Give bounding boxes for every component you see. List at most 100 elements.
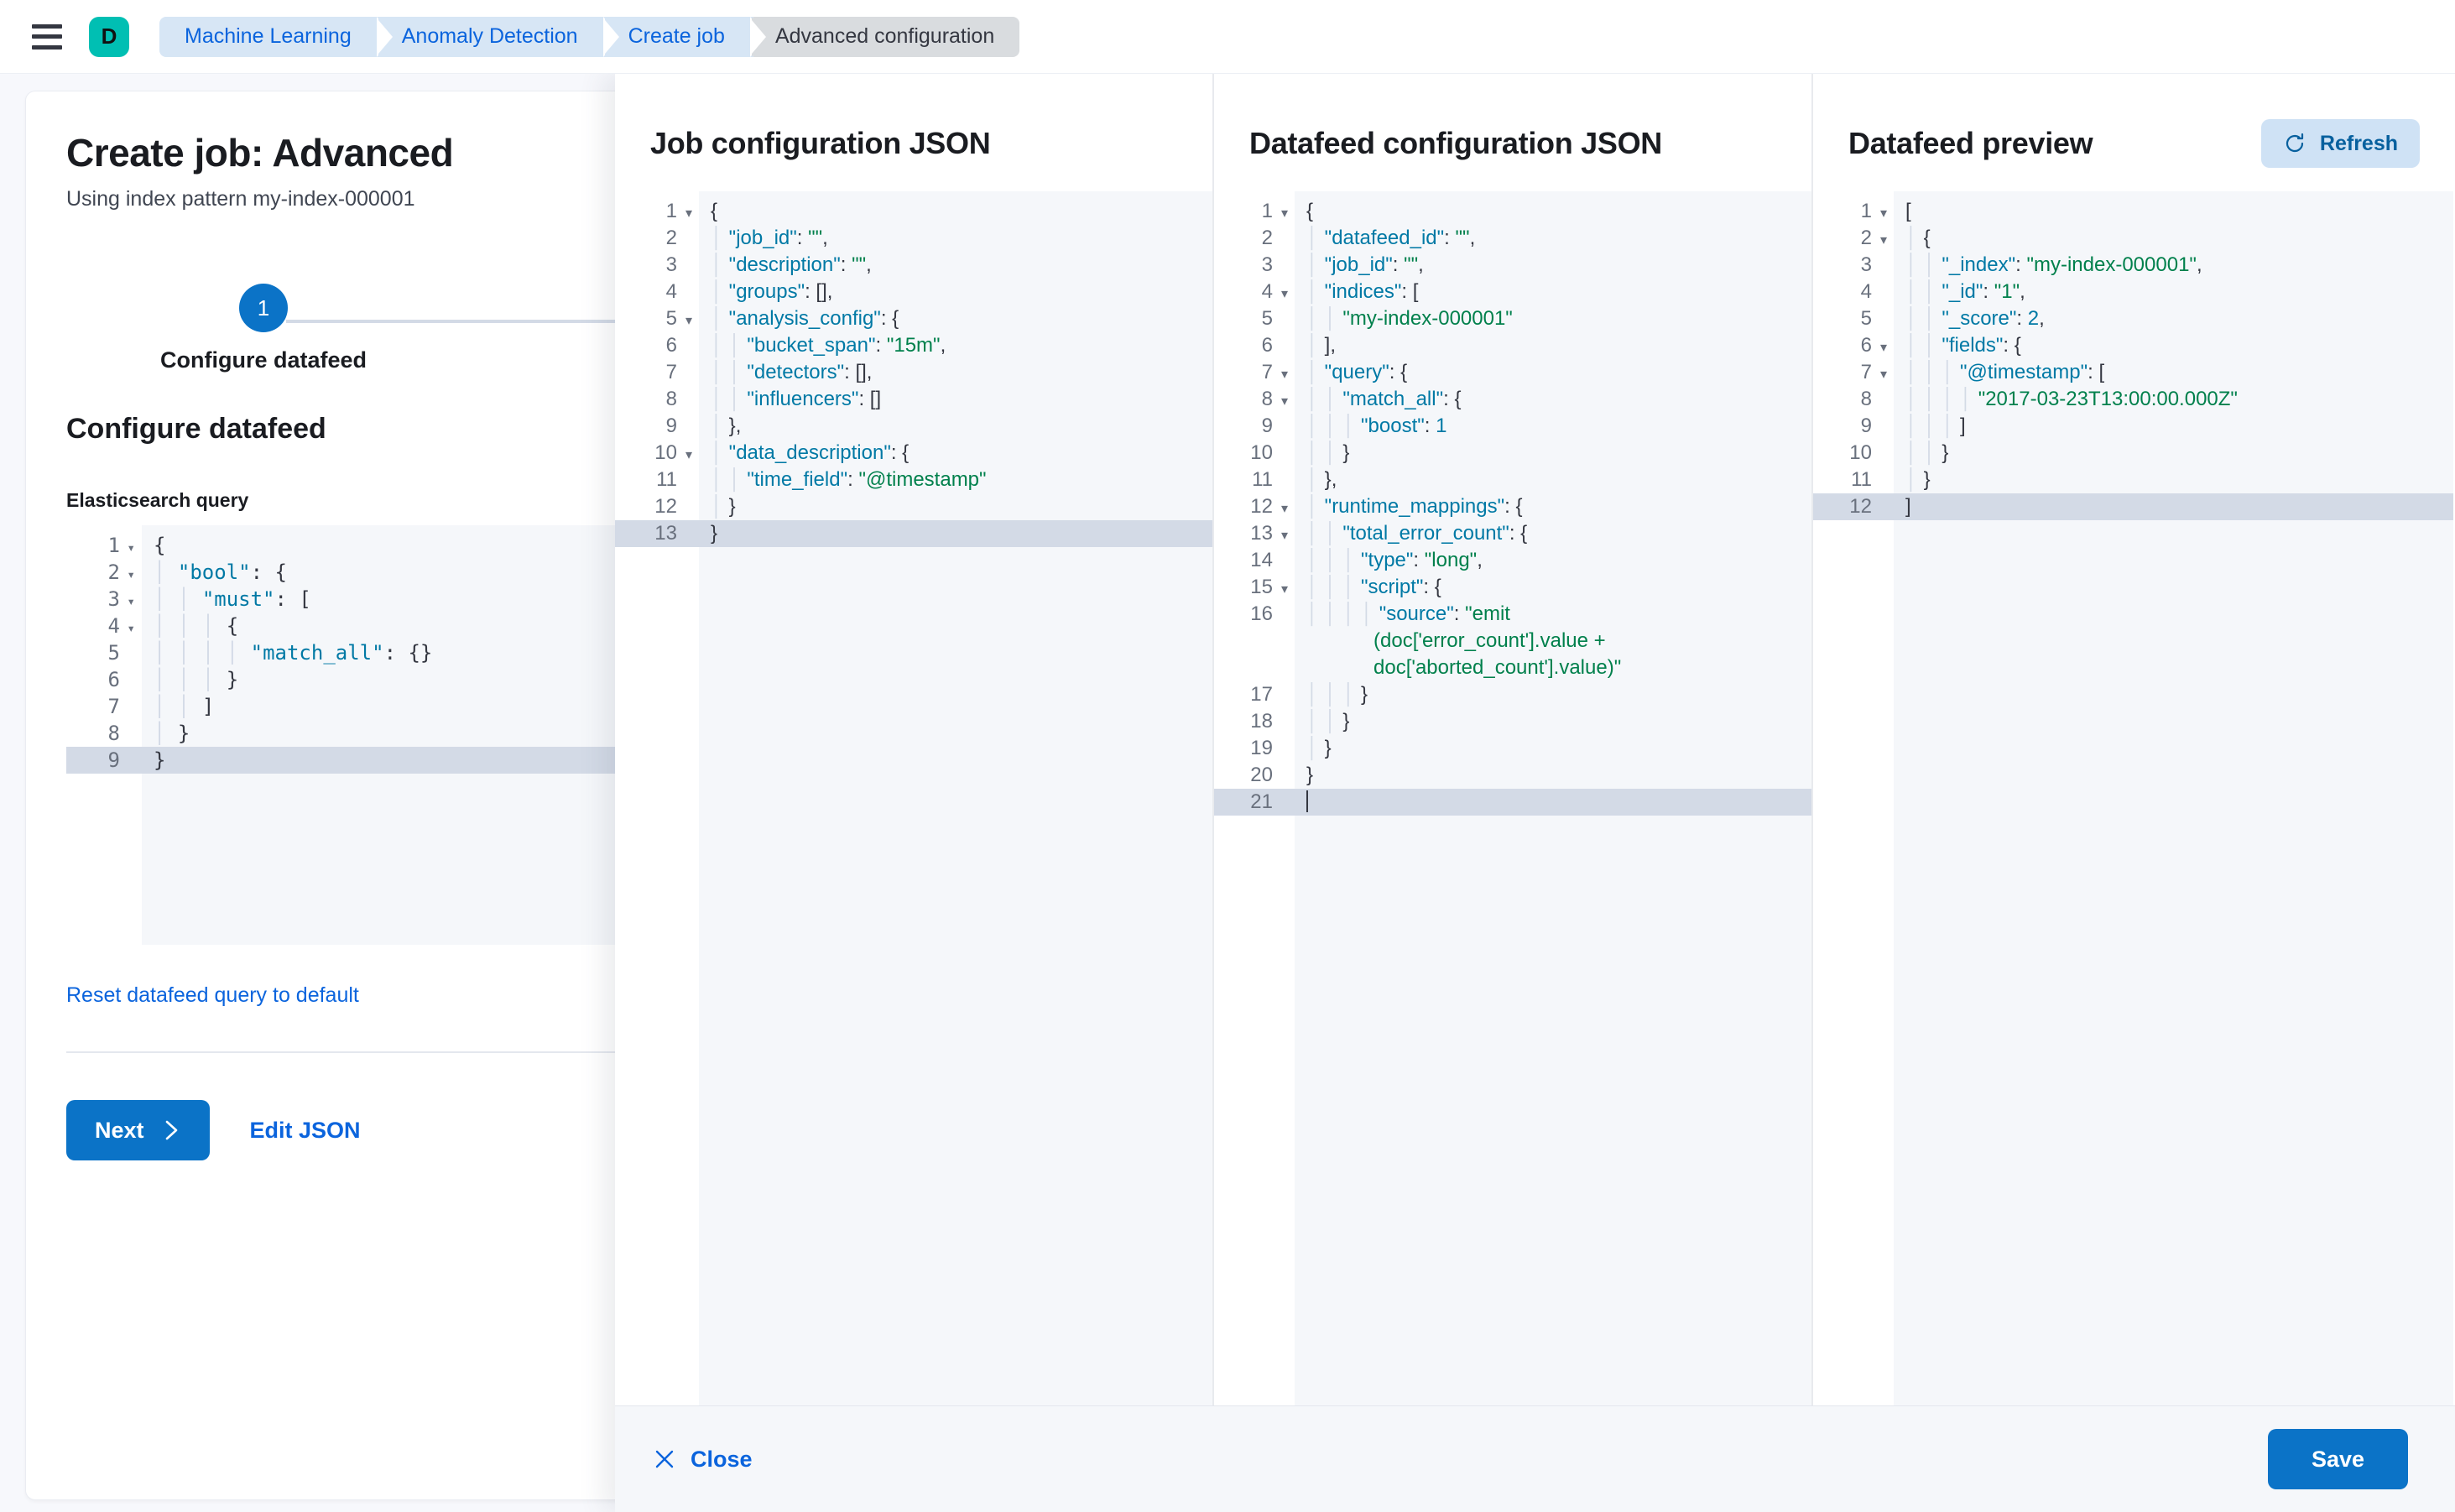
gutter-line-number: 1▾ [107, 534, 135, 557]
breadcrumb-item-anomaly-detection[interactable]: Anomaly Detection [379, 16, 622, 57]
code-line[interactable]: │ }, [1306, 468, 1337, 491]
code-line[interactable]: } [699, 520, 1212, 547]
code-line[interactable]: │ "query": { [1306, 361, 1408, 383]
code-line[interactable]: │ "indices": [ [1306, 280, 1419, 303]
code-line[interactable]: │ │ │ ] [1905, 414, 1966, 437]
code-line[interactable]: │ │ │ "@timestamp": [ [1905, 361, 2105, 383]
code-line[interactable]: │ │ "my-index-000001" [1306, 307, 1513, 330]
gutter-line-number: 17 [1250, 683, 1273, 706]
code-line[interactable]: │ │ } [1306, 441, 1350, 464]
edit-json-button[interactable]: Edit JSON [249, 1117, 361, 1143]
code-line[interactable]: │ "data_description": { [711, 441, 910, 464]
code-line[interactable]: } [1306, 764, 1314, 786]
code-line[interactable]: │ │ "total_error_count": { [1306, 522, 1528, 545]
code-line[interactable]: │ │ ] [154, 695, 215, 718]
code-line[interactable]: │ │ "fields": { [1905, 334, 2021, 357]
code-line[interactable]: │ │ } [1306, 710, 1350, 733]
code-line[interactable]: │ } [1306, 737, 1332, 759]
code-line[interactable]: │ } [1905, 468, 1931, 491]
code-line[interactable]: │ │ "match_all": { [1306, 388, 1462, 410]
code-line[interactable]: │ │ "bucket_span": "15m", [711, 334, 946, 357]
gutter-line-number: 11 [1851, 468, 1872, 491]
refresh-icon [2283, 132, 2306, 155]
gutter-line-number: 8 [1860, 388, 1872, 410]
breadcrumb-chevron-icon [602, 16, 622, 57]
code-line[interactable]: │ "bool": { [154, 560, 287, 584]
reset-datafeed-query-link[interactable]: Reset datafeed query to default [66, 983, 359, 1007]
code-line[interactable]: │ "job_id": "", [711, 227, 828, 249]
breadcrumb-item-machine-learning[interactable]: Machine Learning [159, 16, 395, 57]
code-line[interactable]: │ │ "must": [ [154, 587, 311, 611]
code-line[interactable]: │ │ "influencers": [] [711, 388, 882, 410]
code-line[interactable]: │ │ } [1905, 441, 1949, 464]
code-line[interactable]: │ "groups": [], [711, 280, 833, 303]
avatar[interactable]: D [89, 16, 129, 57]
code-line[interactable]: │ │ "_score": 2, [1905, 307, 2045, 330]
gutter-line-number: 5 [107, 641, 120, 665]
gutter-line-number: 3▾ [107, 587, 135, 611]
code-line[interactable]: │ ], [1306, 334, 1337, 357]
code-line[interactable]: │ │ │ │ "source": "emit (doc['error_coun… [1306, 602, 1622, 679]
gutter-line-number: 7 [107, 695, 120, 718]
wizard-stepper: 1 Configure datafeed [66, 284, 615, 378]
gutter-line-number: 13 [615, 520, 699, 547]
code-line[interactable]: │ }, [711, 414, 742, 437]
code-line[interactable]: { [1306, 200, 1314, 222]
code-line[interactable]: ] [1894, 493, 2453, 520]
datafeed-configuration-json-title: Datafeed configuration JSON [1249, 126, 1662, 160]
code-line[interactable]: │ │ │ } [1306, 683, 1368, 706]
code-line[interactable]: │ { [1905, 227, 1931, 249]
code-line[interactable]: │ │ │ "type": "long", [1306, 549, 1483, 571]
code-line[interactable]: │ "runtime_mappings": { [1306, 495, 1523, 518]
code-line[interactable]: │ │ │ "script": { [1306, 576, 1441, 598]
editor-code[interactable]: [ │ { │ │ "_index": "my-index-000001", │ │ … [1894, 191, 2453, 1405]
close-icon [654, 1448, 675, 1470]
code-line[interactable]: │ │ │ } [154, 668, 239, 691]
code-line[interactable]: │ │ │ { [154, 614, 239, 638]
code-line[interactable]: │ "analysis_config": { [711, 307, 899, 330]
gutter-line-number: 6 [1261, 334, 1273, 357]
save-button[interactable]: Save [2267, 1429, 2408, 1489]
code-line[interactable]: │ "datafeed_id": "", [1306, 227, 1476, 249]
code-line[interactable]: │ │ "time_field": "@timestamp" [711, 468, 987, 491]
next-button[interactable]: Next [66, 1100, 210, 1160]
code-line[interactable]: { [711, 200, 718, 222]
breadcrumb-item-create-job[interactable]: Create job [606, 16, 769, 57]
hamburger-menu-icon[interactable] [32, 23, 62, 50]
code-line[interactable]: } [142, 747, 615, 774]
code-line[interactable]: │ │ │ "boost": 1 [1306, 414, 1447, 437]
close-button[interactable]: Close [654, 1447, 753, 1473]
code-line[interactable]: [ [1905, 200, 1911, 222]
code-line[interactable]: │ "description": "", [711, 253, 872, 276]
breadcrumb-item-advanced-configuration[interactable]: Advanced configuration [753, 16, 1020, 57]
code-line[interactable]: │ "job_id": "", [1306, 253, 1424, 276]
gutter-line-number: 10 [1250, 441, 1273, 464]
query-editor-code[interactable]: { │ "bool": { │ │ "must": [ │ │ │ { │ │ │ │ … [142, 525, 615, 945]
datafeed-configuration-json-header: Datafeed configuration JSON [1214, 114, 1811, 173]
code-line[interactable]: │ } [711, 495, 736, 518]
code-line[interactable]: │ │ │ │ "2017-03-23T13:00:00.000Z" [1905, 388, 2238, 410]
gutter-line-number: 10 [1849, 441, 1872, 464]
breadcrumb-chevron-icon [749, 16, 769, 57]
editor-code[interactable]: { │ "job_id": "", │ "description": "", │ "g… [699, 191, 1212, 1405]
code-line[interactable]: │ │ "_id": "1", [1905, 280, 2025, 303]
refresh-button[interactable]: Refresh [2260, 119, 2420, 168]
gutter-line-number: 7▾ [1261, 361, 1288, 383]
code-line[interactable]: │ } [154, 722, 190, 745]
code-line[interactable]: { [154, 534, 166, 557]
code-line[interactable]: │ │ │ │ "match_all": {} [154, 641, 433, 665]
section-title: Configure datafeed [66, 413, 326, 445]
code-line[interactable]: │ │ "detectors": [], [711, 361, 873, 383]
code-line[interactable] [1295, 789, 1811, 816]
step-1-indicator[interactable]: 1 [239, 284, 288, 332]
gutter-wrap-filler [1214, 654, 1295, 681]
code-line[interactable]: │ │ "_index": "my-index-000001", [1905, 253, 2202, 276]
gutter-line-number: 10▾ [654, 441, 692, 464]
editor-code[interactable]: { │ "datafeed_id": "", │ "job_id": "", │ "i… [1295, 191, 1811, 1405]
